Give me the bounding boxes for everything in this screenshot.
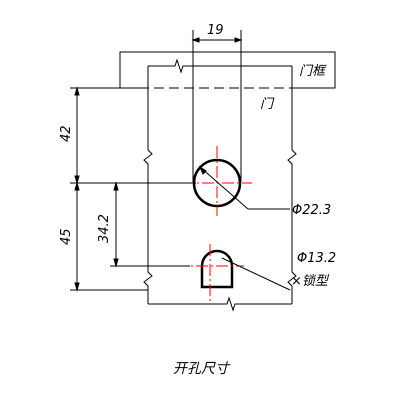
leader-dia-small bbox=[221, 257, 291, 291]
dimension-34-2 bbox=[110, 181, 190, 268]
leader-dia-large bbox=[198, 165, 290, 210]
dimension-19 bbox=[191, 37, 243, 43]
door-frame-label: 门框 bbox=[299, 64, 327, 79]
hole-width-lines bbox=[192, 30, 242, 182]
dia-small-label: Φ13.2 bbox=[297, 251, 336, 266]
door-label: 门 bbox=[260, 97, 275, 112]
caption: 开孔尺寸 bbox=[173, 361, 231, 377]
dimension-lower-label: 45 bbox=[59, 228, 74, 245]
dimension-42 bbox=[74, 86, 80, 185]
lock-type-label: ×锁型 bbox=[291, 274, 330, 289]
dimension-width-label: 19 bbox=[207, 23, 224, 38]
dia-large-label: Φ22.3 bbox=[292, 203, 331, 218]
dimension-upper-label: 42 bbox=[59, 125, 74, 142]
door-outline bbox=[143, 58, 297, 312]
dimension-45 bbox=[74, 181, 80, 292]
extension-lines bbox=[70, 87, 196, 291]
dimension-inner-label: 34.2 bbox=[97, 214, 112, 243]
small-hole bbox=[200, 249, 234, 289]
